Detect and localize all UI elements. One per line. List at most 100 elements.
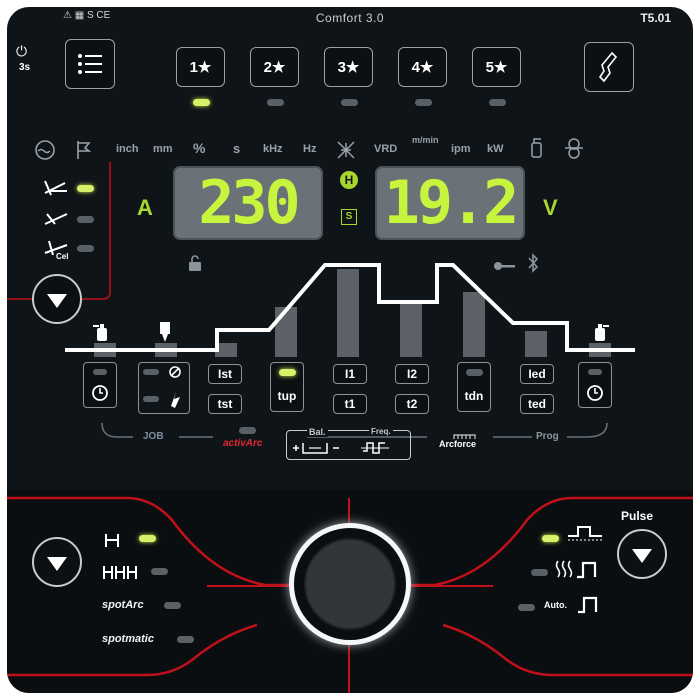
- favorite-3-button[interactable]: 3★: [324, 47, 373, 87]
- cel-label: Cel: [56, 252, 69, 261]
- current-display: 230: [173, 166, 323, 240]
- downslope-bar: [463, 292, 485, 357]
- spotmatic-label: spotmatic: [102, 633, 154, 645]
- upslope-button[interactable]: tup: [270, 362, 304, 412]
- downslope-led: [466, 369, 483, 376]
- spotarc-led: [164, 602, 181, 609]
- end-time-button[interactable]: ted: [520, 394, 554, 414]
- triangle-down-icon: [632, 549, 652, 563]
- version-label: T5.01: [640, 11, 671, 25]
- arcforce-icon: [453, 428, 477, 446]
- mode-select-button[interactable]: [32, 537, 82, 587]
- favorite-5-button[interactable]: 5★: [472, 47, 521, 87]
- activarc-label: activArc: [223, 438, 263, 449]
- spotmatic-led: [177, 636, 194, 643]
- activarc-led: [239, 427, 256, 434]
- menu-button[interactable]: [65, 39, 115, 89]
- unit-ipm: ipm: [451, 143, 471, 155]
- unit-kw: kW: [487, 143, 504, 155]
- auto-label: Auto.: [544, 600, 567, 610]
- i1-label: I1: [344, 367, 355, 381]
- secondary-time-button[interactable]: t2: [395, 394, 429, 414]
- lock-icon: [187, 254, 203, 277]
- frequency-label: Freq.: [369, 427, 393, 436]
- four-stroke-led: [151, 568, 168, 575]
- unit-vrd: VRD: [374, 143, 398, 155]
- panel-title: Comfort 3.0: [315, 11, 385, 25]
- process-3-led: [77, 245, 94, 252]
- pulse-auto-led: [518, 604, 535, 611]
- ignition-options[interactable]: [143, 366, 185, 415]
- prepurge-time-button[interactable]: [83, 362, 117, 408]
- gas-postflow-icon: [589, 322, 613, 349]
- end-current-button[interactable]: Ied: [520, 364, 554, 384]
- power-icon[interactable]: ⏻: [16, 43, 28, 59]
- main-time-button[interactable]: t1: [333, 394, 367, 414]
- control-dial[interactable]: [289, 523, 411, 645]
- tig-process-icon: [43, 210, 73, 233]
- hot-start-icon: [335, 139, 357, 166]
- secondary-current-button[interactable]: I2: [395, 364, 429, 384]
- favorite-4-button[interactable]: 4★: [398, 47, 447, 87]
- ist-label: Ist: [217, 367, 232, 381]
- gas-prepurge-icon: [91, 322, 115, 349]
- gas-bottle-icon: [527, 137, 547, 164]
- arcforce-label: Arcforce: [439, 439, 477, 449]
- favorite-2-button[interactable]: 2★: [250, 47, 299, 87]
- favorite-5-led: [489, 99, 506, 106]
- unit-m-per-min: m/min: [412, 135, 439, 145]
- process-2-led: [77, 216, 94, 223]
- spotarc-label: spotArc: [102, 599, 144, 611]
- pulse-label: Pulse: [621, 509, 654, 523]
- torch-hand-icon: [598, 51, 618, 83]
- ac-wave-icon: [293, 442, 389, 454]
- favorite-3-led: [341, 99, 358, 106]
- pulse-select-button[interactable]: [617, 529, 667, 579]
- ignition-group: [138, 362, 190, 414]
- secondary-current-bar: [400, 304, 422, 357]
- pulse-auto-icon: [578, 596, 598, 614]
- hold-indicator: H: [340, 171, 358, 189]
- postflow-time-button[interactable]: [578, 362, 612, 408]
- tst-label: tst: [217, 397, 233, 411]
- start-current-button[interactable]: Ist: [208, 364, 242, 384]
- t1-label: t1: [344, 397, 356, 411]
- start-time-button[interactable]: tst: [208, 394, 242, 414]
- upslope-led: [279, 369, 296, 376]
- unit-inch: inch: [116, 143, 139, 155]
- gas-flag-icon: [75, 139, 93, 166]
- dial-knob[interactable]: [304, 538, 396, 630]
- process-1-led: [77, 185, 94, 192]
- triangle-down-icon: [47, 557, 67, 571]
- group-bracket-line: [101, 422, 608, 438]
- i2-label: I2: [406, 367, 417, 381]
- balance-label: Bal.: [307, 427, 328, 437]
- pulse-1-led: [542, 535, 559, 542]
- torch-ignition-icon: [155, 320, 175, 351]
- job-label: JOB: [143, 431, 164, 442]
- list-icon: [78, 54, 102, 74]
- mma-cel-process-icon: [43, 239, 73, 262]
- voltage-display: 19.2: [375, 166, 525, 240]
- bluetooth-icon: [527, 253, 539, 278]
- control-panel: ⚠ ▦ S CE Comfort 3.0 T5.01 ⏻ 3s 1★ 2★ 3★…: [7, 7, 693, 693]
- water-cooling-icon: [34, 139, 56, 166]
- triangle-down-icon: [47, 294, 67, 308]
- balance-frequency-box[interactable]: Bal. Freq.: [286, 427, 411, 460]
- wire-feed-button[interactable]: [584, 42, 634, 92]
- unit-khz: kHz: [263, 143, 283, 155]
- process-select-button[interactable]: [32, 274, 82, 324]
- favorite-1-button[interactable]: 1★: [176, 47, 225, 87]
- power-hold-label: 3s: [19, 62, 31, 73]
- favorite-2-led: [267, 99, 284, 106]
- mig-process-icon: [43, 179, 73, 202]
- main-current-button[interactable]: I1: [333, 364, 367, 384]
- red-frame-line: [7, 162, 111, 300]
- downslope-button[interactable]: tdn: [457, 362, 491, 412]
- main-current-bar: [337, 269, 359, 357]
- pulse-thermal-icon: [555, 560, 597, 579]
- program-label: Prog: [536, 431, 559, 442]
- ampere-unit: A: [137, 195, 153, 220]
- pulse-standard-icon: [568, 526, 602, 541]
- ted-label: ted: [528, 397, 546, 411]
